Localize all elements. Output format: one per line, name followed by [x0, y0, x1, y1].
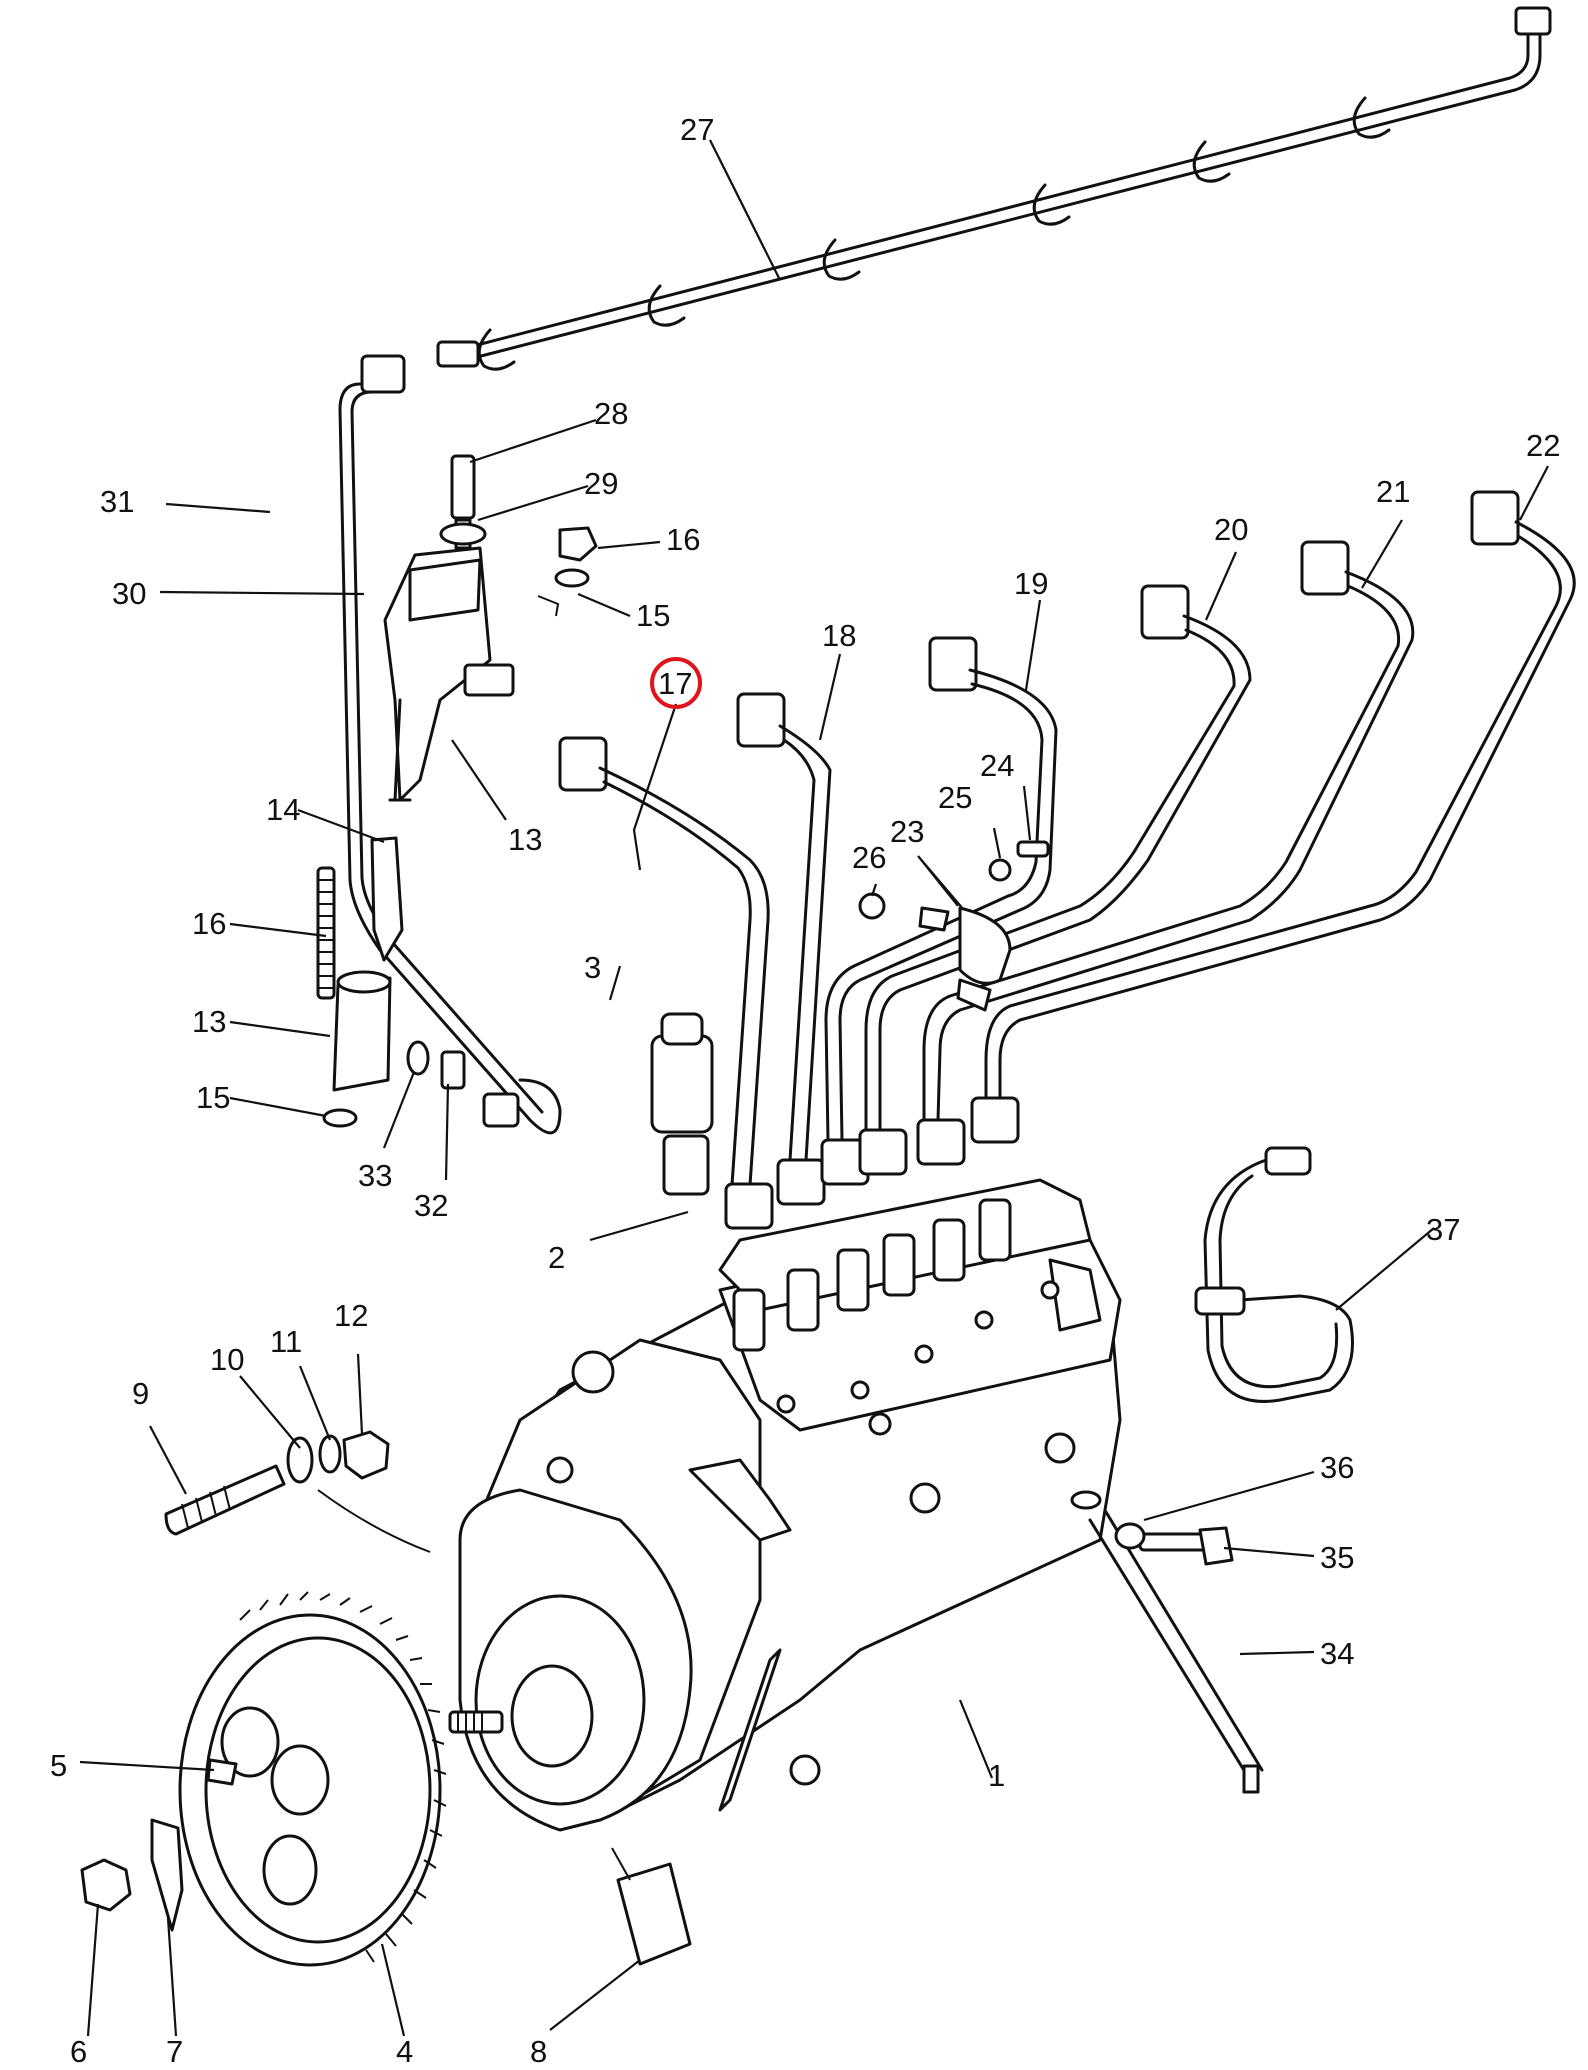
- callout-21: 19: [1014, 566, 1048, 601]
- callout-34: 32: [414, 1188, 448, 1223]
- callout-13-injector: 13: [508, 822, 542, 857]
- drain-plug: [611, 1847, 692, 1966]
- callout-5: 5: [50, 1748, 67, 1783]
- callout-30: 28: [594, 396, 628, 431]
- callout-22: 20: [1214, 512, 1248, 547]
- callout-6: 6: [70, 2034, 87, 2069]
- callout-18: 16: [666, 522, 700, 557]
- callouts: 27 28 29 16 15 31 30 13 14 16 13 15 33 3…: [50, 112, 1560, 2069]
- callout-15: 15: [196, 1080, 230, 1115]
- drive-gear-assembly: [80, 1591, 447, 1967]
- callout-2: 2: [548, 1240, 565, 1275]
- callout-3: 3: [584, 950, 601, 985]
- callout-26: 24: [980, 748, 1014, 783]
- nozzle-and-studs: [316, 836, 466, 1128]
- gear-fasteners: [164, 1430, 431, 1553]
- callout-4: 4: [396, 2034, 413, 2069]
- callout-23: 21: [1376, 474, 1410, 509]
- high-pressure-pipes: [558, 490, 1576, 1230]
- callout-36: 34: [1320, 1636, 1354, 1671]
- callout-27: 25: [938, 780, 972, 815]
- callout-25: 23: [890, 814, 924, 849]
- callout-37: 35: [1320, 1540, 1354, 1575]
- callout-33: 31: [100, 484, 134, 519]
- callout-38: 36: [1320, 1450, 1354, 1485]
- callout-1: 1: [988, 1758, 1005, 1793]
- callout-35: 33: [358, 1158, 392, 1193]
- callout-16: 16: [192, 906, 226, 941]
- callout-19-highlight-circle: [650, 657, 702, 709]
- callout-11: 11: [270, 1324, 302, 1359]
- callout-32: 30: [112, 576, 146, 611]
- callout-14: 14: [266, 792, 300, 827]
- callout-20: 18: [822, 618, 856, 653]
- leader-lines: [79, 139, 1549, 2037]
- callout-12: 12: [334, 1298, 368, 1333]
- pipe-clamp-parts: [858, 840, 1050, 1012]
- injector-assembly: [383, 454, 515, 802]
- callout-8: 8: [530, 2034, 547, 2069]
- callout-28: 26: [852, 840, 886, 875]
- callout-39: 37: [1426, 1212, 1460, 1247]
- nut-and-washer: [537, 526, 598, 617]
- callout-9: 9: [132, 1376, 149, 1411]
- callout-17: 15: [636, 598, 670, 633]
- callout-29: 27: [680, 112, 714, 147]
- injection-pump-body: [448, 1178, 1122, 1832]
- callout-10: 10: [210, 1342, 244, 1377]
- callout-19: 17: [658, 666, 692, 701]
- leak-off-pipe: [436, 6, 1552, 371]
- callout-24: 22: [1526, 428, 1560, 463]
- delivery-valve-row: [732, 1198, 1060, 1414]
- callout-7: 7: [166, 2034, 183, 2069]
- delivery-valve-parts: [650, 1012, 714, 1196]
- callout-31: 29: [584, 466, 618, 501]
- callout-13-sleeve: 13: [192, 1004, 226, 1039]
- oil-pipes: [1070, 1146, 1354, 1794]
